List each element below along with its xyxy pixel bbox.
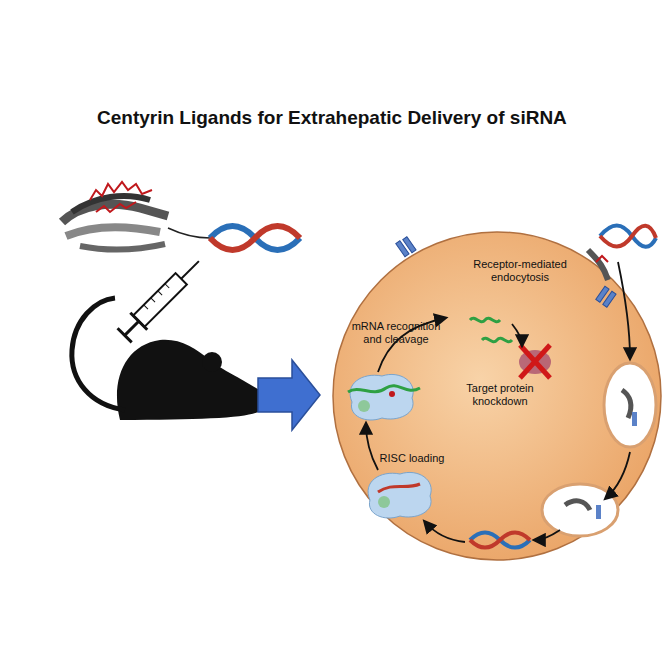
step-label: Target protein knockdown bbox=[460, 382, 540, 408]
syringe bbox=[116, 253, 207, 344]
transition-arrow bbox=[258, 360, 320, 430]
mouse-silhouette bbox=[72, 298, 267, 420]
knockdown-x bbox=[519, 345, 551, 378]
step-label: RISC loading bbox=[372, 452, 452, 465]
risc-complex bbox=[348, 374, 431, 518]
diagram-title: Centyrin Ligands for Extrahepatic Delive… bbox=[97, 107, 567, 129]
conjugate bbox=[588, 226, 656, 281]
sirna-duplex bbox=[210, 226, 300, 250]
released-sirna bbox=[470, 533, 530, 548]
cycle-arrows bbox=[366, 262, 630, 542]
endosomes bbox=[542, 363, 656, 536]
cleaved-mrna bbox=[470, 318, 512, 341]
cell bbox=[333, 232, 661, 560]
centyrin-protein bbox=[62, 182, 210, 250]
receptors bbox=[396, 237, 616, 308]
step-label: Receptor-mediated endocytosis bbox=[465, 258, 575, 284]
step-label: mRNA recognition and cleavage bbox=[351, 320, 441, 346]
